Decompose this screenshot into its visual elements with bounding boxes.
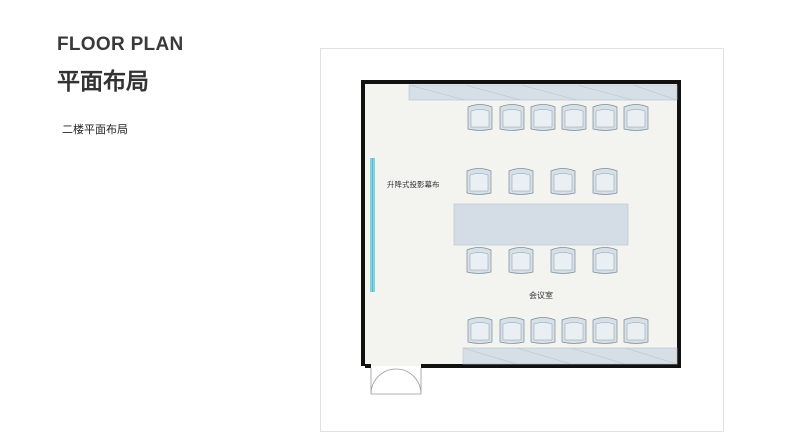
chair [499, 104, 525, 131]
page-title-en: FLOOR PLAN [57, 34, 184, 55]
chair [466, 247, 492, 274]
projection-screen-label: 升降式投影幕布 [387, 179, 440, 189]
room-label: 会议室 [529, 290, 553, 300]
page-title-zh: 平面布局 [57, 69, 149, 95]
chair [592, 168, 618, 195]
entrance-door[interactable] [370, 368, 422, 395]
chair [550, 247, 576, 274]
chair [508, 168, 534, 195]
chair [466, 168, 492, 195]
chair [623, 104, 649, 131]
conference-table [453, 203, 629, 246]
chair [508, 247, 534, 274]
chair [561, 317, 587, 344]
chair [530, 317, 556, 344]
floor-subtitle: 二楼平面布局 [62, 123, 128, 136]
chair [561, 104, 587, 131]
floor-plan-diagram: 升降式投影幕布 会议室 [361, 80, 681, 395]
chair [530, 104, 556, 131]
chair [592, 104, 618, 131]
chair [499, 317, 525, 344]
chair [550, 168, 576, 195]
chair [467, 317, 493, 344]
top-counter [408, 84, 678, 101]
chair [592, 247, 618, 274]
room-walls [361, 80, 681, 368]
chair [623, 317, 649, 344]
chair [467, 104, 493, 131]
bottom-counter [462, 347, 678, 365]
floor-plan-frame [320, 48, 724, 432]
chair [592, 317, 618, 344]
